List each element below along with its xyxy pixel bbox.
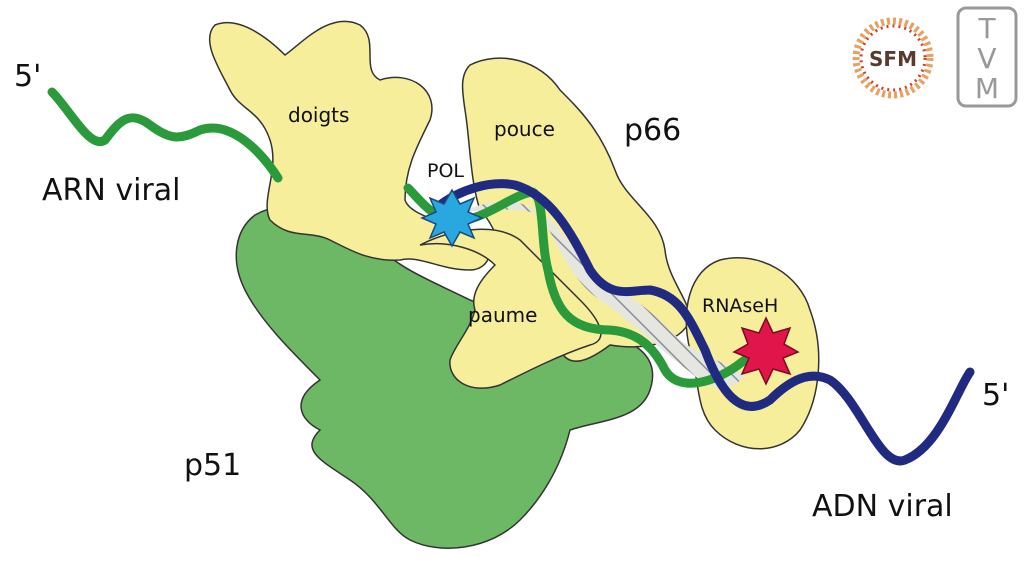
dna-5prime-label: 5' <box>982 378 1009 413</box>
rna-viral-label: ARN viral <box>42 173 181 208</box>
sfm-logo: SFM <box>852 17 934 99</box>
p51-label: p51 <box>184 448 241 483</box>
rnaseh-label: RNAseH <box>702 295 778 317</box>
tvm-logo: T V M <box>956 6 1018 108</box>
paume-label: paume <box>468 303 537 327</box>
rnaseh-star-icon <box>732 316 800 386</box>
pouce-label: pouce <box>494 117 555 141</box>
tvm-letter: T <box>977 12 996 45</box>
pol-star-icon <box>420 188 484 248</box>
tvm-letter: V <box>977 42 996 75</box>
dna-strand <box>435 179 975 466</box>
p66-label: p66 <box>624 113 681 148</box>
paume-domain <box>419 228 602 389</box>
rna-dna-hybrid-hatch <box>460 201 745 388</box>
doigts-label: doigts <box>288 103 349 127</box>
p51-domain <box>235 205 654 549</box>
rna-strand <box>47 87 283 183</box>
pol-label: POL <box>427 160 464 182</box>
tvm-letter: M <box>975 72 999 105</box>
rna-5prime-label: 5' <box>14 59 41 94</box>
dna-viral-label: ADN viral <box>812 489 953 524</box>
sfm-logo-text: SFM <box>869 47 917 71</box>
